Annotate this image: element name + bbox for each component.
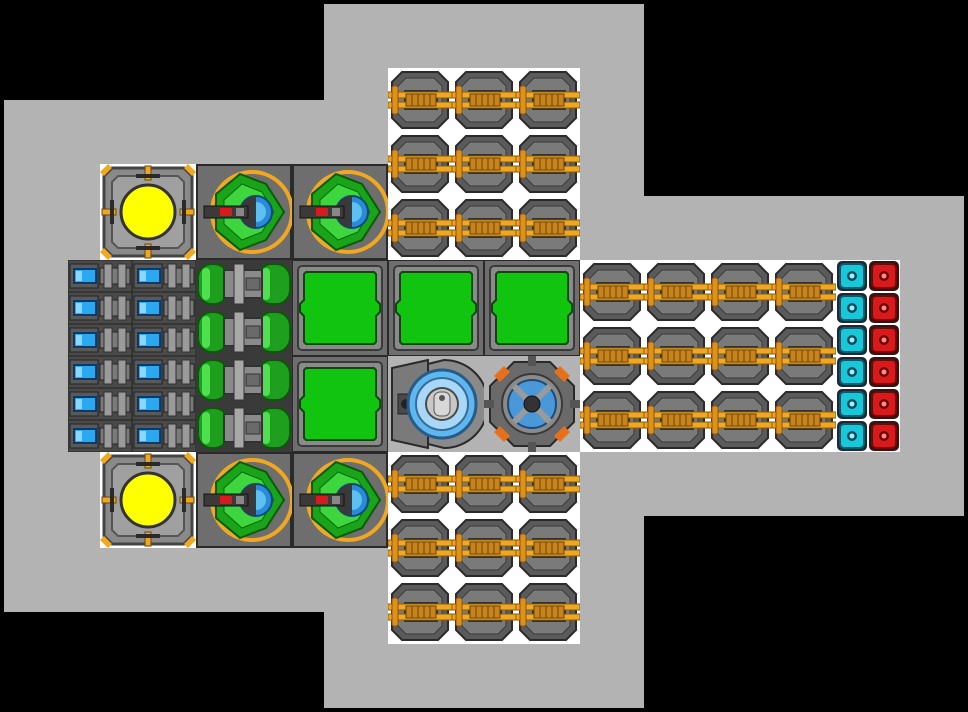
fuel-tank-bank[interactable] [196,260,292,452]
cargo-bay-3[interactable] [484,260,580,356]
missile-launcher-bottom-right[interactable] [292,452,388,548]
reactor-core-top[interactable] [100,164,196,260]
armor-node-icon [868,260,900,452]
cannon-grid-top [388,68,580,260]
command-module[interactable] [388,356,484,452]
cannon-grid-right [580,260,836,452]
reactor-core-icon [100,164,196,260]
cannon-turret-icon [388,71,580,257]
shield-node-icon [836,260,868,452]
cargo-bay-2[interactable] [388,260,484,356]
cargo-bay-icon [484,260,580,356]
cockpit-icon [388,356,484,452]
cargo-bay-icon [292,260,388,356]
missile-launcher-icon [196,452,292,548]
shield-node-column [836,260,868,452]
reactor-core-bottom[interactable] [100,452,196,548]
missile-launcher-icon [196,164,292,260]
cannon-turret-icon [580,263,836,449]
missile-launcher-top-right[interactable] [292,164,388,260]
cannon-turret-icon [388,455,580,641]
missile-launcher-icon [292,452,388,548]
battery-cell-icon [68,260,196,452]
cargo-bay-1[interactable] [292,260,388,356]
cargo-bay-4[interactable] [292,356,388,452]
missile-launcher-bottom-left[interactable] [196,452,292,548]
fuel-tank-icon [196,260,292,452]
reactor-core-icon [100,452,196,548]
cargo-bay-icon [292,356,388,452]
battery-bank [68,260,196,452]
armor-node-column [868,260,900,452]
cargo-bay-icon [388,260,484,356]
missile-launcher-top-left[interactable] [196,164,292,260]
cannon-grid-bottom [388,452,580,644]
sensor-array[interactable] [484,356,580,452]
missile-launcher-icon [292,164,388,260]
sensor-dish-icon [484,356,580,452]
